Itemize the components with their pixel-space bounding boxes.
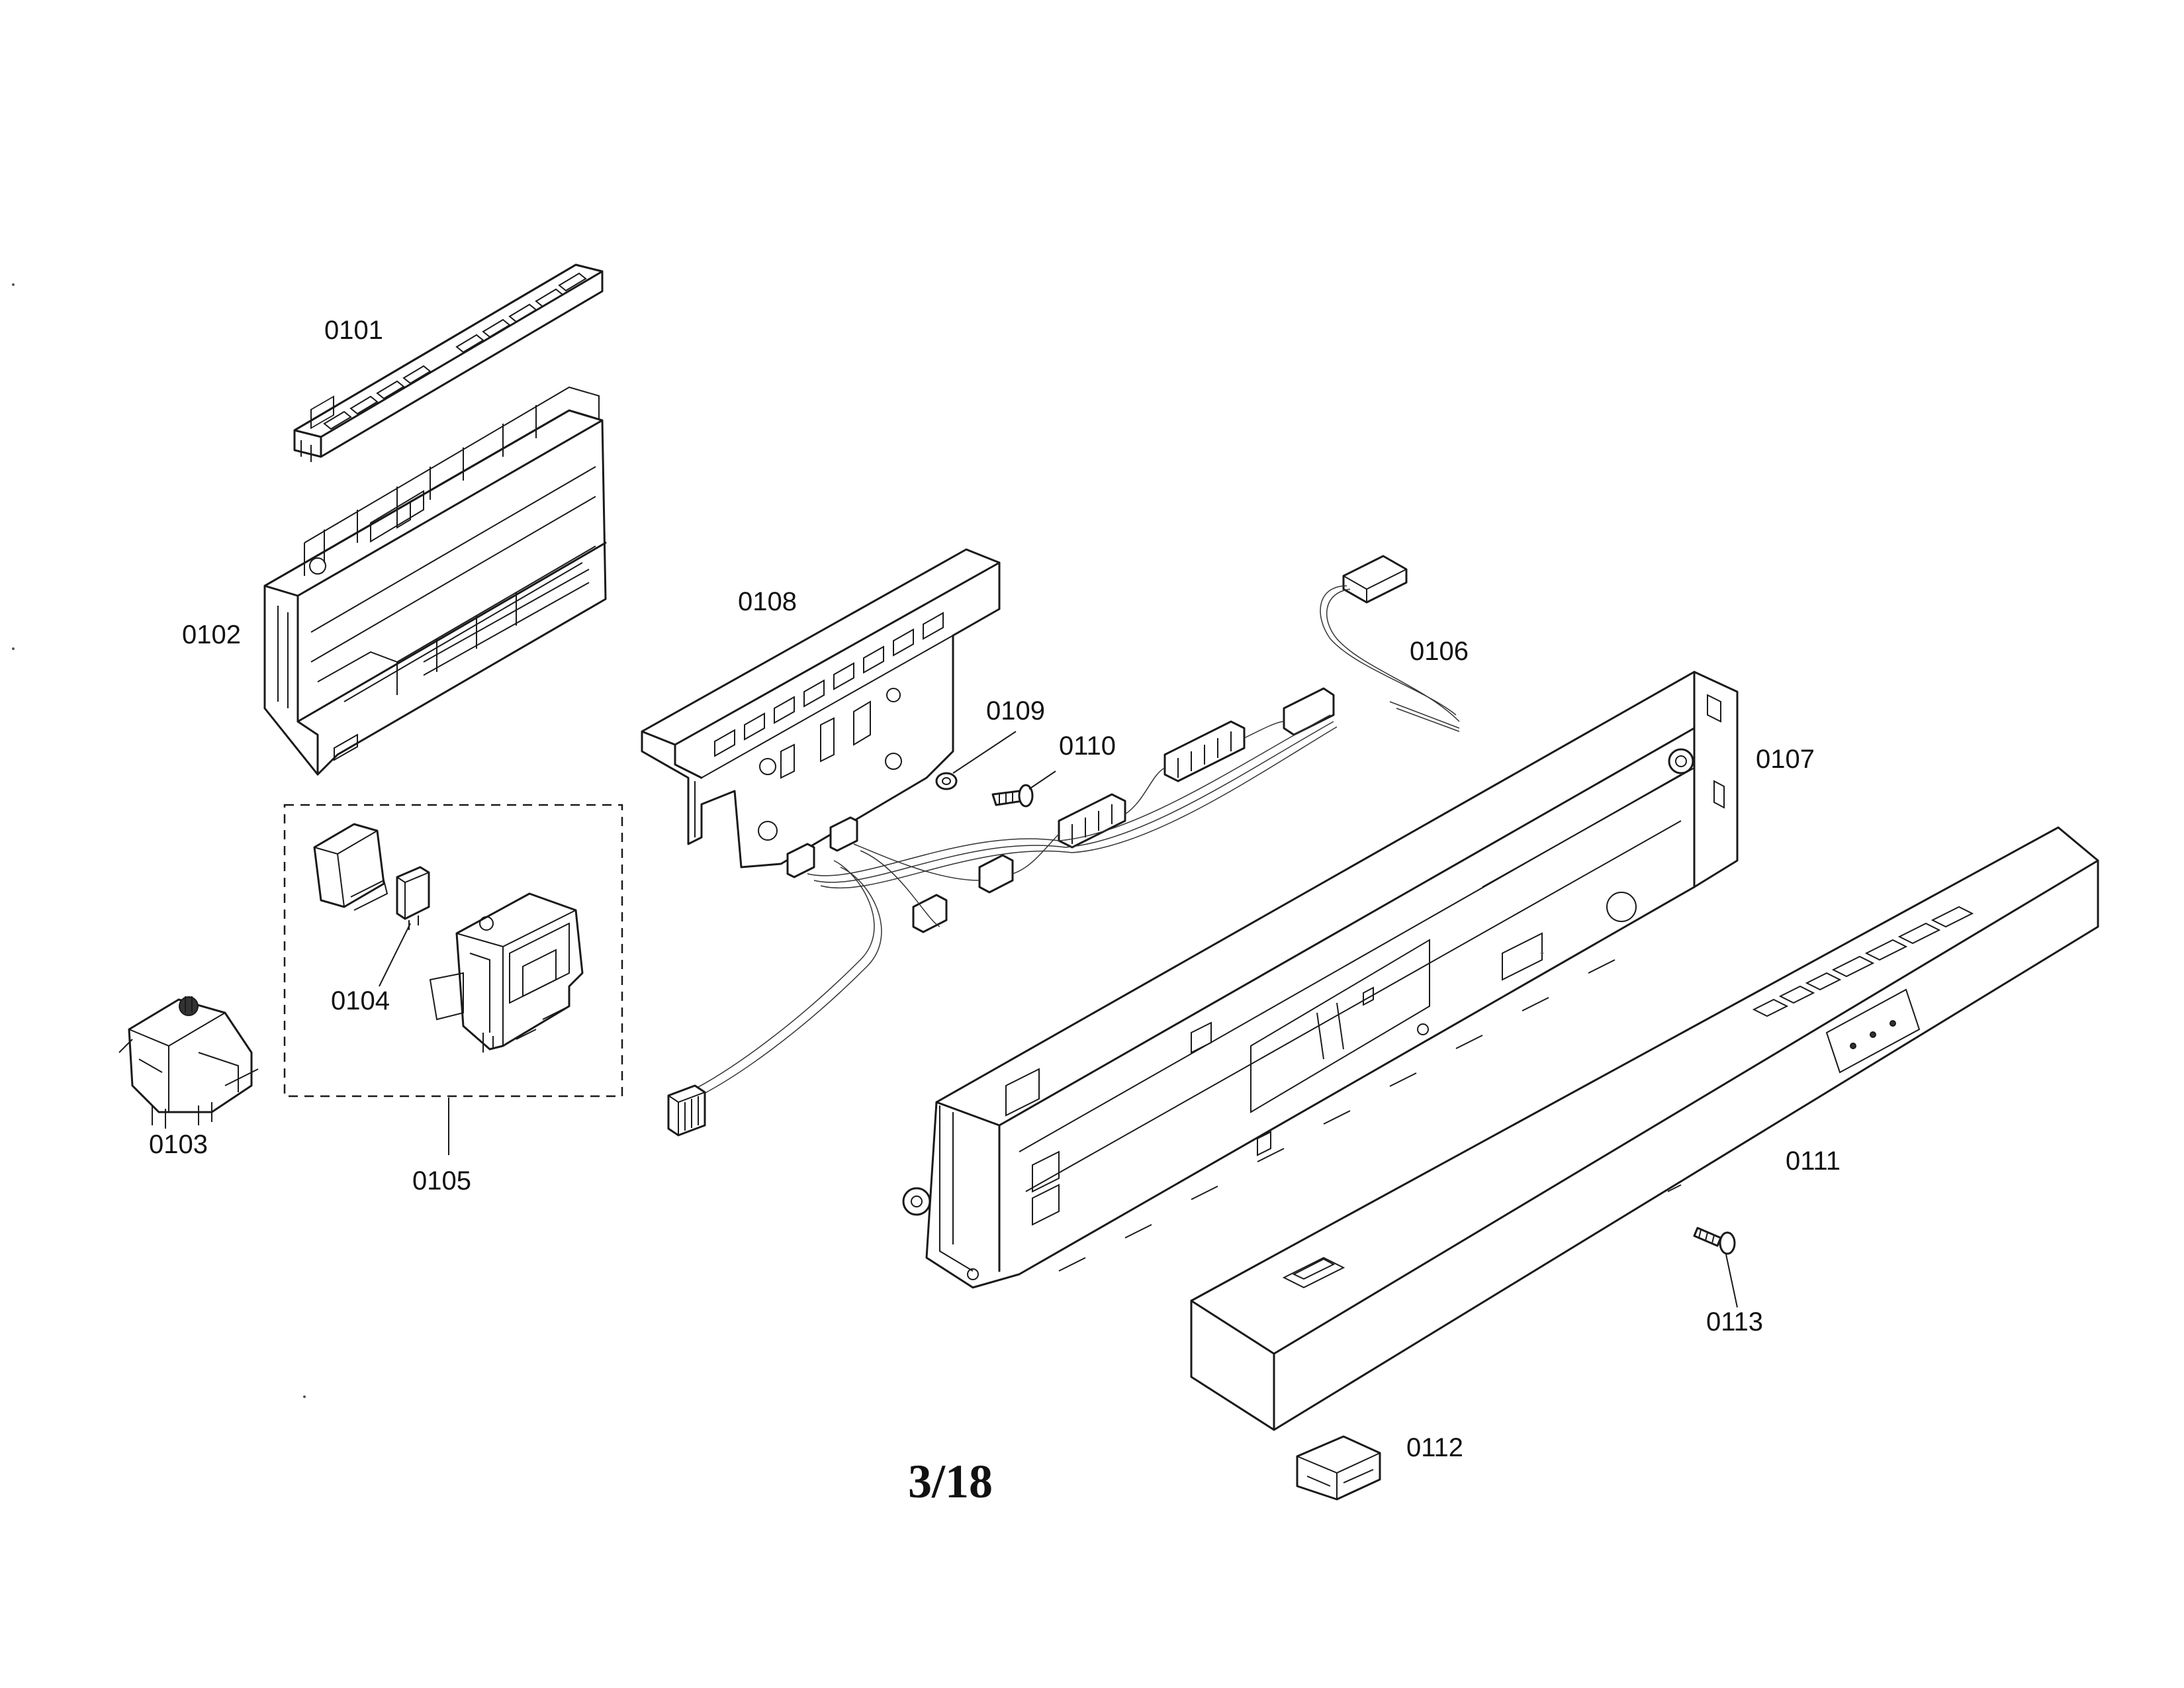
part-0107-frame <box>902 671 1739 1289</box>
label-0109: 0109 <box>986 696 1045 726</box>
leader-0110 <box>1028 771 1056 790</box>
leader-0109 <box>952 731 1017 774</box>
label-0104: 0104 <box>331 986 390 1015</box>
part-0102-control-module <box>263 386 607 776</box>
label-0102: 0102 <box>182 620 241 649</box>
part-0105-actuator-housing <box>429 892 584 1053</box>
leader-0113 <box>1725 1254 1738 1308</box>
part-0108-bracket <box>641 548 1001 868</box>
scan-dot <box>12 647 15 650</box>
label-0113: 0113 <box>1706 1307 1763 1336</box>
label-0106: 0106 <box>1410 637 1469 666</box>
part-0104-switch-assembly <box>313 823 430 930</box>
label-0103: 0103 <box>149 1130 208 1159</box>
scan-dot <box>303 1395 306 1398</box>
leader-0104 <box>379 923 411 987</box>
label-0101: 0101 <box>324 316 383 345</box>
part-0111-front-panel <box>1190 826 2099 1431</box>
scan-dot <box>1541 952 1543 955</box>
label-0110: 0110 <box>1059 731 1116 761</box>
label-0111: 0111 <box>1786 1147 1841 1176</box>
page-number: 3/18 <box>908 1455 993 1508</box>
label-0107: 0107 <box>1756 745 1815 774</box>
label-0105: 0105 <box>412 1166 471 1196</box>
label-0108: 0108 <box>738 587 797 616</box>
part-0105-group-box <box>283 804 623 1098</box>
part-0112-end-cap <box>1296 1435 1381 1501</box>
part-0110-screw <box>991 784 1034 808</box>
part-0101-connector-strip <box>293 263 604 462</box>
part-0106-wiring-harness <box>667 555 1460 1137</box>
part-0113-screw <box>1693 1227 1736 1255</box>
label-0112: 0112 <box>1406 1433 1463 1462</box>
part-0109-washer <box>935 772 958 790</box>
part-0103-switch <box>118 996 259 1129</box>
scan-dot <box>12 283 15 286</box>
